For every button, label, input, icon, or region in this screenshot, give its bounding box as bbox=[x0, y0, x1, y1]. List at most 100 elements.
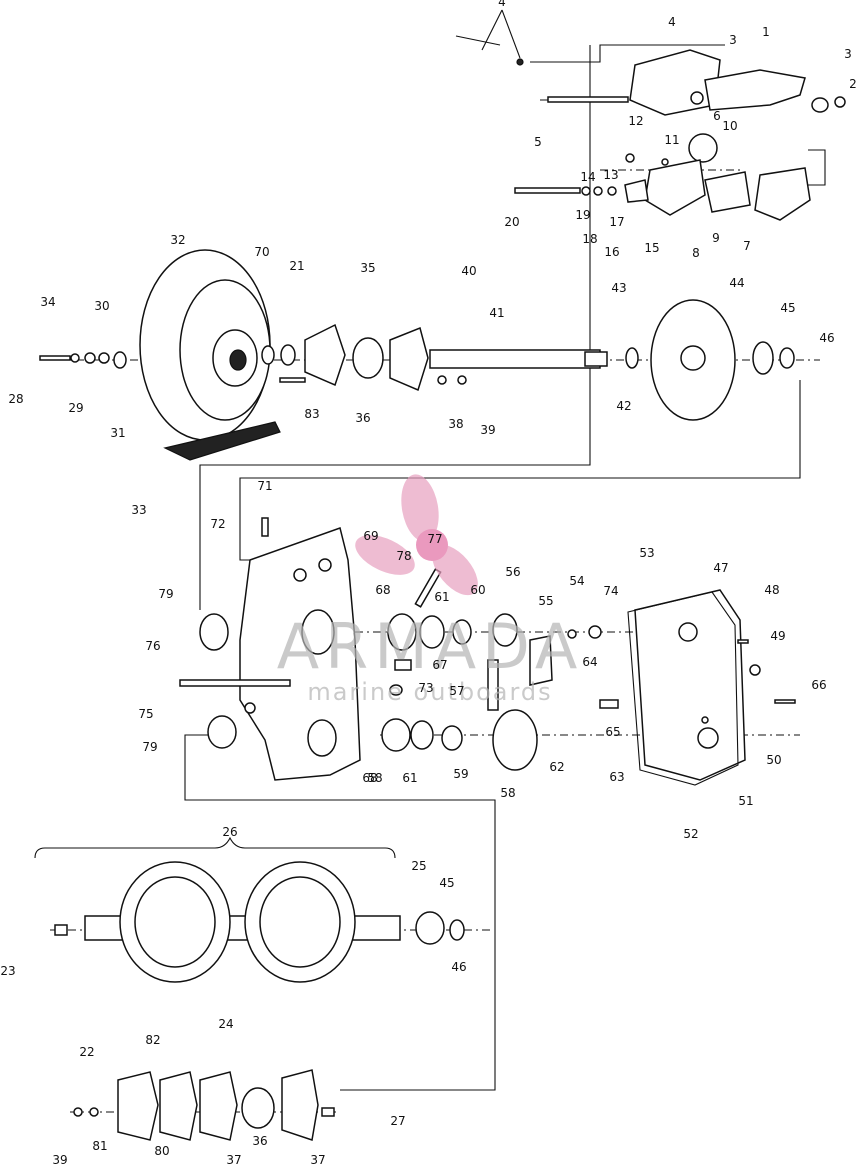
part-number-label: 11 bbox=[664, 133, 679, 147]
part-number-label: 71 bbox=[257, 479, 272, 493]
part-number-label: 40 bbox=[461, 264, 476, 278]
part-number-label: 48 bbox=[764, 583, 779, 597]
part-number-label: 12 bbox=[628, 114, 643, 128]
part-number-label: 29 bbox=[68, 401, 83, 415]
part-number-label: 70 bbox=[254, 245, 269, 259]
part-number-label: 13 bbox=[603, 168, 618, 182]
part-number-label: 46 bbox=[819, 331, 834, 345]
part-number-label: 38 bbox=[448, 417, 463, 431]
part-number-label: 66 bbox=[811, 678, 826, 692]
part-number-label: 46 bbox=[451, 960, 466, 974]
part-number-label: 76 bbox=[145, 639, 160, 653]
part-number-label: 22 bbox=[79, 1045, 94, 1059]
part-number-label: 73 bbox=[418, 681, 433, 695]
part-number-label: 58 bbox=[500, 786, 515, 800]
upper-bracket-assembly bbox=[514, 49, 846, 221]
watermark-tagline: marine outboards bbox=[307, 678, 552, 706]
part-number-label: 32 bbox=[170, 233, 185, 247]
part-number-label: 63 bbox=[609, 770, 624, 784]
part-number-label: 81 bbox=[92, 1139, 107, 1153]
part-number-label: 65 bbox=[605, 725, 620, 739]
part-number-label: 67 bbox=[432, 658, 447, 672]
part-number-label: 77 bbox=[427, 532, 442, 546]
part-number-label: 64 bbox=[582, 655, 597, 669]
part-number-label: 51 bbox=[738, 794, 753, 808]
armada-watermark: ARMADA marine outboards bbox=[277, 474, 583, 706]
group-brace bbox=[34, 836, 396, 859]
watermark-brand: ARMADA bbox=[277, 610, 583, 683]
part-number-label: 25 bbox=[411, 859, 426, 873]
part-number-label: 8 bbox=[692, 246, 700, 260]
part-number-label: 36 bbox=[355, 411, 370, 425]
part-number-label: 39 bbox=[52, 1153, 67, 1167]
part-number-label: 21 bbox=[289, 259, 304, 273]
part-number-label: 78 bbox=[396, 549, 411, 563]
part-number-label: 56 bbox=[505, 565, 520, 579]
part-number-label: 39 bbox=[480, 423, 495, 437]
part-number-label: 59 bbox=[453, 767, 468, 781]
part-number-label: 3 bbox=[729, 33, 737, 47]
part-number-label: 61 bbox=[434, 590, 449, 604]
part-number-label: 47 bbox=[713, 561, 728, 575]
part-number-label: 30 bbox=[94, 299, 109, 313]
part-number-label: 49 bbox=[770, 629, 785, 643]
part-number-label: 37 bbox=[226, 1153, 241, 1167]
part-number-label: 83 bbox=[304, 407, 319, 421]
part-number-label: 54 bbox=[569, 574, 584, 588]
part-number-label: 2 bbox=[849, 77, 857, 91]
part-number-label: 41 bbox=[489, 306, 504, 320]
part-number-label: 14 bbox=[580, 170, 595, 184]
armada-propeller-logo bbox=[355, 474, 478, 596]
part-number-label: 7 bbox=[743, 239, 751, 253]
part-number-label: 53 bbox=[639, 546, 654, 560]
part-number-label: 27 bbox=[390, 1114, 405, 1128]
part-number-label: 60 bbox=[470, 583, 485, 597]
part-number-label: 68 bbox=[362, 771, 377, 785]
part-number-label: 10 bbox=[722, 119, 737, 133]
part-number-label: 55 bbox=[538, 594, 553, 608]
part-number-label: 72 bbox=[210, 517, 225, 531]
part-number-label: 20 bbox=[504, 215, 519, 229]
part-number-label: 5 bbox=[534, 135, 542, 149]
part-number-label: 45 bbox=[780, 301, 795, 315]
part-number-label: 17 bbox=[609, 215, 624, 229]
part-number-label: 36 bbox=[252, 1134, 267, 1148]
part-number-label: 18 bbox=[582, 232, 597, 246]
part-number-label: 15 bbox=[644, 241, 659, 255]
part-number-label: 4 bbox=[668, 15, 676, 29]
part-number-label: 35 bbox=[360, 261, 375, 275]
part-number-label: 82 bbox=[145, 1033, 160, 1047]
part-number-label: 62 bbox=[549, 760, 564, 774]
part-number-label: 3 bbox=[844, 47, 852, 61]
part-number-label: 79 bbox=[142, 740, 157, 754]
part-number-label: 69 bbox=[363, 529, 378, 543]
part-number-label: 57 bbox=[449, 684, 464, 698]
part-number-label: 24 bbox=[218, 1017, 233, 1031]
part-number-label: 28 bbox=[8, 392, 23, 406]
part-number-label: 44 bbox=[729, 276, 744, 290]
part-number-label: 61 bbox=[402, 771, 417, 785]
drive-shaft-assembly bbox=[54, 861, 465, 983]
part-number-label: 1 bbox=[762, 25, 770, 39]
part-number-label: 50 bbox=[766, 753, 781, 767]
part-number-label: 6 bbox=[713, 109, 721, 123]
pulley-assembly bbox=[39, 249, 795, 461]
part-number-label: 75 bbox=[138, 707, 153, 721]
part-number-label: 9 bbox=[712, 231, 720, 245]
part-number-label: 23 bbox=[0, 964, 15, 978]
part-number-label: 26 bbox=[222, 825, 237, 839]
part-number-label: 34 bbox=[40, 295, 55, 309]
part-number-label: 79 bbox=[158, 587, 173, 601]
part-number-label: 80 bbox=[154, 1144, 169, 1158]
lower-bearing-stack bbox=[73, 1069, 335, 1141]
part-number-label: 43 bbox=[611, 281, 626, 295]
part-number-label: 68 bbox=[375, 583, 390, 597]
part-number-label: 42 bbox=[616, 399, 631, 413]
part-number-label: 16 bbox=[604, 245, 619, 259]
gearcase-housing bbox=[179, 517, 796, 786]
part-number-label: 37 bbox=[310, 1153, 325, 1167]
part-number-label: 19 bbox=[575, 208, 590, 222]
part-number-label: 52 bbox=[683, 827, 698, 841]
